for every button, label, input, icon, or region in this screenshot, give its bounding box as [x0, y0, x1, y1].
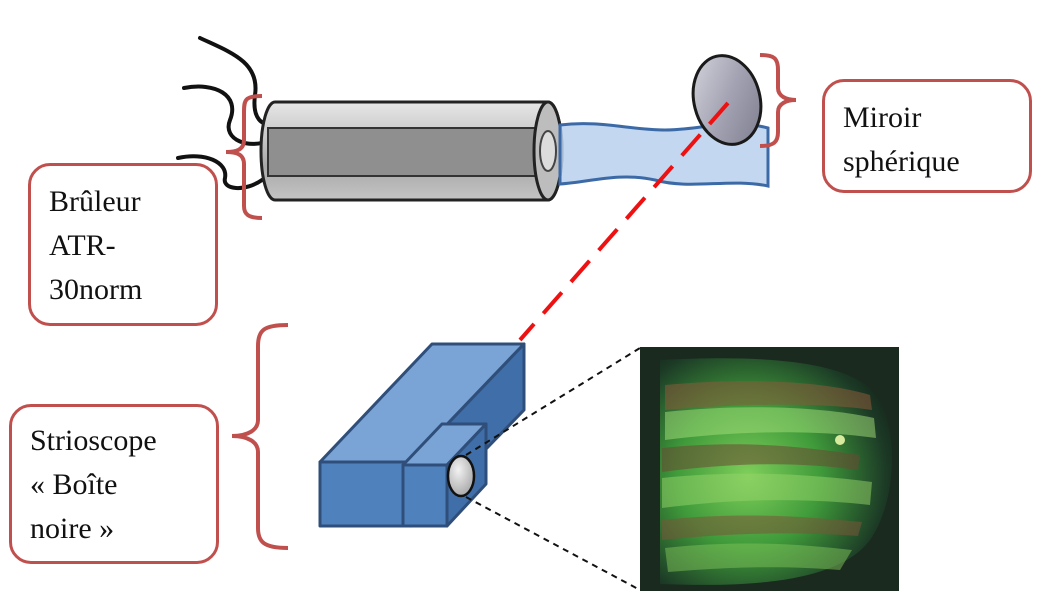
bracket-burner [225, 94, 263, 220]
zoom-lines [465, 347, 641, 591]
strioscope-box-icon [318, 342, 526, 528]
laser-beam [518, 101, 730, 342]
burner-label-line-2: ATR- [49, 229, 116, 262]
mirror-label-line-1: Miroir [843, 101, 922, 134]
burner-icon [259, 100, 564, 202]
schlieren-image [640, 347, 899, 591]
strioscope-label-line-2: « Boîte [30, 468, 118, 501]
strioscope-label-box: Strioscope « Boîte noire » [9, 404, 219, 564]
burner-label-box: Brûleur ATR- 30norm [28, 163, 218, 326]
strioscope-label-line-3: noire » [30, 512, 115, 545]
bracket-mirror [759, 53, 797, 148]
mirror-label-box: Miroir sphérique [822, 79, 1032, 193]
camera-lens-icon [446, 454, 476, 498]
strioscope-label-line-1: Strioscope [30, 424, 157, 457]
mirror-label-line-2: sphérique [843, 145, 960, 178]
burner-label-line-1: Brûleur [49, 185, 141, 218]
burner-label-line-3: 30norm [49, 273, 143, 306]
bracket-strioscope [231, 323, 289, 550]
